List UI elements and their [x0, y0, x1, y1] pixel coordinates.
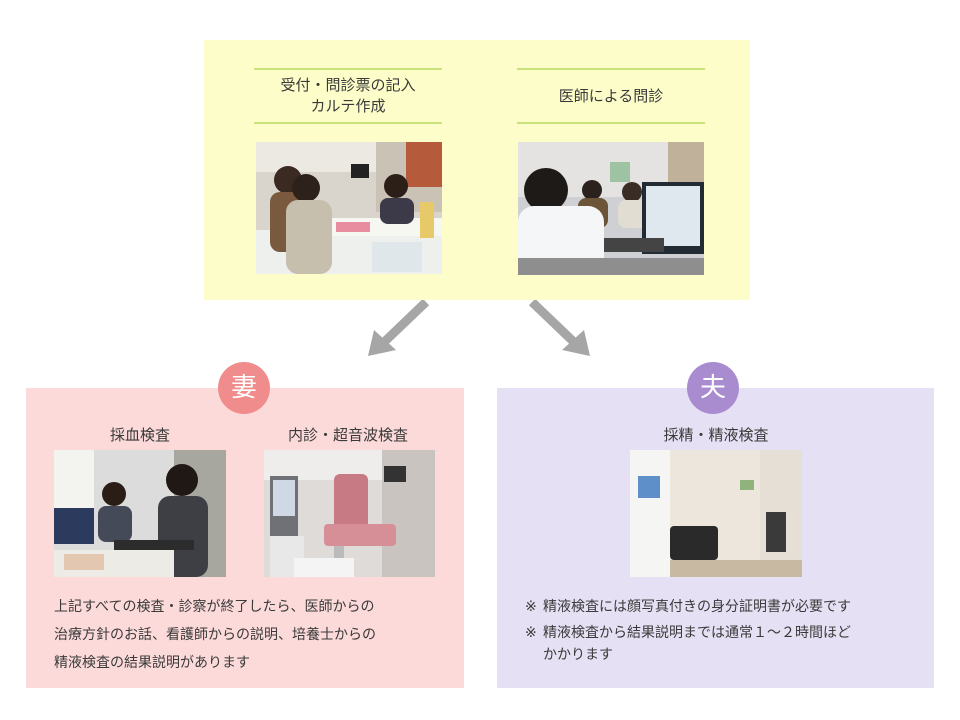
flow-arrows — [368, 300, 590, 356]
arrow-to-wife-head — [368, 330, 396, 356]
husband-note-2: ※ 精液検査から結果説明までは通常１〜２時間ほど かかります — [525, 622, 851, 666]
note-2-mark: ※ — [525, 625, 537, 641]
note-2-line-1: 精液検査から結果説明までは通常１〜２時間ほど — [543, 625, 851, 641]
semen-collection-room-photo — [630, 450, 802, 577]
blood-test-photo — [54, 450, 226, 577]
ultrasound-photo — [264, 450, 435, 577]
wife-description-line-3: 精液検査の結果説明があります — [54, 655, 250, 671]
note-2-line-2: かかります — [543, 647, 613, 663]
step-reception-line-1: 受付・問診票の記入 — [280, 76, 416, 94]
step-doctor-heading: 医師による問診 — [517, 68, 705, 124]
ultrasound-test-label: 内診・超音波検査 — [287, 426, 408, 444]
wife-description-line-2: 治療方針のお話、看護師からの説明、培養士からの — [54, 627, 376, 643]
note-1-mark: ※ — [525, 599, 537, 615]
step-reception-heading: 受付・問診票の記入 カルテ作成 — [254, 68, 442, 124]
wife-badge: 妻 — [218, 362, 270, 414]
wife-description-line-1: 上記すべての検査・診察が終了したら、医師からの — [54, 599, 375, 615]
step-doctor-line-1: 医師による問診 — [558, 86, 664, 105]
arrow-to-husband-head — [562, 330, 590, 356]
husband-badge: 夫 — [687, 362, 739, 414]
reception-photo — [256, 142, 442, 274]
wife-description: 上記すべての検査・診察が終了したら、医師からの 治療方針のお話、看護師からの説明… — [54, 593, 376, 677]
doctor-consultation-photo — [518, 142, 704, 275]
step-reception-line-2: カルテ作成 — [310, 97, 386, 115]
arrow-to-husband — [528, 300, 582, 350]
arrow-to-wife — [376, 300, 430, 350]
husband-note-1: ※ 精液検査には顔写真付きの身分証明書が必要です — [525, 596, 851, 618]
semen-test-label: 採精・精液検査 — [663, 426, 769, 444]
note-1-line-1: 精液検査には顔写真付きの身分証明書が必要です — [543, 599, 851, 615]
blood-test-label: 採血検査 — [109, 426, 170, 444]
